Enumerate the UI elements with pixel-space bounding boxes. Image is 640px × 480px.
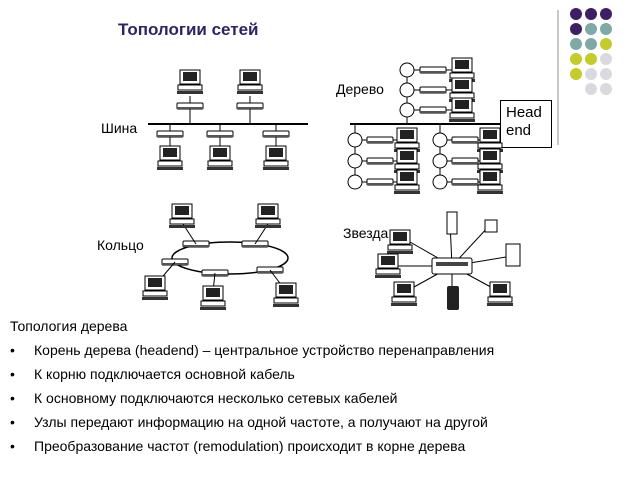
tree-topology-section: Топология дерева • Корень дерева (headend… (10, 318, 630, 462)
bullet-icon: • (10, 438, 15, 454)
decorative-dot (600, 8, 612, 20)
section-subtitle: Топология дерева (10, 318, 128, 334)
list-item: • К основному подключаются несколько сете… (10, 390, 630, 406)
tree-diagram (347, 57, 504, 195)
headend-label-line2: end (506, 122, 532, 139)
label-tree: Дерево (336, 81, 384, 97)
label-bus: Шина (101, 120, 138, 136)
decorative-divider-line (557, 10, 559, 145)
decorative-dot (570, 38, 582, 50)
topology-diagrams (141, 57, 521, 311)
ring-diagram (141, 203, 300, 311)
decorative-dot (600, 53, 612, 65)
decorative-dot (585, 8, 597, 20)
bullet-list: • Корень дерева (headend) – центральное у… (10, 342, 630, 454)
label-star: Звезда (343, 225, 389, 241)
label-ring: Кольцо (97, 237, 144, 253)
decorative-dot (570, 53, 582, 65)
list-item: • Узлы передают информацию на одной часто… (10, 414, 630, 430)
bus-diagram (148, 69, 308, 171)
decorative-dot (600, 23, 612, 35)
decorative-dot (585, 68, 597, 80)
page-title: Топологии сетей (118, 20, 259, 39)
list-item: • Корень дерева (headend) – центральное у… (10, 342, 630, 358)
list-item-text: К корню подключается основной кабель (34, 366, 295, 382)
decorative-dot (585, 53, 597, 65)
decorative-dot (585, 83, 597, 95)
decorative-dot (570, 23, 582, 35)
list-item-text: К основному подключаются несколько сетев… (34, 390, 398, 406)
decorative-dot (570, 68, 582, 80)
bullet-icon: • (10, 414, 15, 430)
decorative-dot (600, 68, 612, 80)
decorative-dot (600, 83, 612, 95)
star-diagram (374, 211, 521, 310)
headend-box: Head end (500, 100, 552, 148)
headend-label-line1: Head (506, 104, 542, 121)
list-item-text: Корень дерева (headend) – центральное ус… (34, 342, 495, 358)
bullet-icon: • (10, 390, 15, 406)
list-item: • Преобразование частот (remodulation) пр… (10, 438, 630, 454)
bullet-icon: • (10, 366, 15, 382)
list-item-text: Узлы передают информацию на одной частот… (34, 414, 488, 430)
decorative-dot (570, 8, 582, 20)
decorative-dot (600, 38, 612, 50)
bullet-icon: • (10, 342, 15, 358)
list-item-text: Преобразование частот (remodulation) про… (34, 438, 466, 454)
decorative-dot (585, 23, 597, 35)
list-item: • К корню подключается основной кабель (10, 366, 630, 382)
decorative-dot (585, 38, 597, 50)
